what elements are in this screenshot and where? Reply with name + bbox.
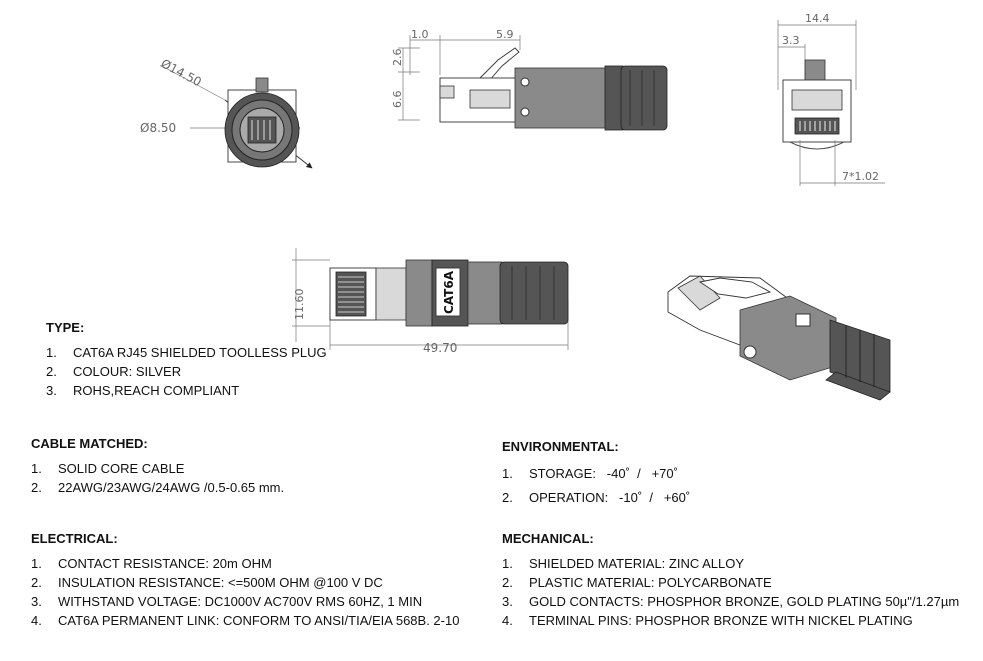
item-text: CONTACT RESISTANCE: 20m OHM <box>58 556 272 571</box>
item-text: CAT6A RJ45 SHIELDED TOOLLESS PLUG <box>73 345 327 360</box>
item-number: 2. <box>502 490 513 505</box>
item-number: 2. <box>31 480 42 495</box>
cable-matched-heading: CABLE MATCHED: <box>31 436 148 451</box>
environmental-section: ENVIRONMENTAL: 1. STORAGE: -40˚ / +70˚ 2.… <box>502 437 690 510</box>
item-number: 2. <box>46 364 57 379</box>
item-number: 2. <box>31 575 42 590</box>
front-dim-offset: 3.3 <box>782 34 800 47</box>
cable-matched-section: CABLE MATCHED: 1. SOLID CORE CABLE 2. 22AW… <box>31 434 284 497</box>
item-text: WITHSTAND VOLTAGE: DC1000V AC700V RMS 60… <box>58 594 423 609</box>
top-view-drawing: 11.60 49.70 CAT6A <box>292 248 569 355</box>
front-dim-width: 14.4 <box>805 12 830 25</box>
front-dim-pitch: 7*1.02 <box>842 170 879 183</box>
inner-diameter-label: Ø8.50 <box>140 121 176 135</box>
item-number: 1. <box>46 345 57 360</box>
item-text: CAT6A PERMANENT LINK: CONFORM TO ANSI/TI… <box>58 613 460 628</box>
type-section: TYPE: 1. CAT6A RJ45 SHIELDED TOOLLESS PLU… <box>46 318 327 400</box>
side-dim-top-a: 1.0 <box>411 28 429 41</box>
outer-diameter-label: Ø14.50 <box>159 56 204 89</box>
item-number: 1. <box>502 556 513 571</box>
item-number: 3. <box>46 383 57 398</box>
list-item: 1. CONTACT RESISTANCE: 20m OHM <box>31 554 459 573</box>
item-number: 3. <box>31 594 42 609</box>
electrical-heading: ELECTRICAL: <box>31 531 118 546</box>
item-text: TERMINAL PINS: PHOSPHOR BRONZE WITH NICK… <box>529 613 913 628</box>
rear-view-drawing: Ø14.50 Ø8.50 <box>140 56 313 169</box>
item-number: 1. <box>502 466 513 481</box>
mechanical-section: MECHANICAL: 1. SHIELDED MATERIAL: ZINC AL… <box>502 529 959 630</box>
type-list: 1. CAT6A RJ45 SHIELDED TOOLLESS PLUG 2. CO… <box>46 343 327 400</box>
item-number: 3. <box>502 594 513 609</box>
top-dim-height: 11.60 <box>293 289 306 321</box>
mechanical-list: 1. SHIELDED MATERIAL: ZINC ALLOY 2. PLASTI… <box>502 554 959 630</box>
side-dim-top-b: 5.9 <box>496 28 514 41</box>
list-item: 2. OPERATION: -10˚ / +60˚ <box>502 486 690 510</box>
item-number: 1. <box>31 461 42 476</box>
list-item: 2. COLOUR: SILVER <box>46 362 327 381</box>
item-text: ROHS,REACH COMPLIANT <box>73 383 240 398</box>
list-item: 1. SHIELDED MATERIAL: ZINC ALLOY <box>502 554 959 573</box>
top-dim-length: 49.70 <box>423 341 457 355</box>
list-item: 2. 22AWG/23AWG/24AWG /0.5-0.65 mm. <box>31 478 284 497</box>
list-item: 4. CAT6A PERMANENT LINK: CONFORM TO ANSI/… <box>31 611 459 630</box>
type-heading: TYPE: <box>46 320 85 335</box>
list-item: 2. PLASTIC MATERIAL: POLYCARBONATE <box>502 573 959 592</box>
item-text: STORAGE: -40˚ / +70˚ <box>529 466 678 481</box>
plug-model-label: CAT6A <box>442 270 456 314</box>
item-number: 1. <box>31 556 42 571</box>
list-item: 3. GOLD CONTACTS: PHOSPHOR BRONZE, GOLD P… <box>502 592 959 611</box>
isometric-view-drawing <box>667 275 891 401</box>
side-dim-left-b: 6.6 <box>391 91 404 109</box>
electrical-list: 1. CONTACT RESISTANCE: 20m OHM 2. INSULATI… <box>31 554 459 630</box>
item-text: PLASTIC MATERIAL: POLYCARBONATE <box>529 575 772 590</box>
list-item: 1. CAT6A RJ45 SHIELDED TOOLLESS PLUG <box>46 343 327 362</box>
item-text: OPERATION: -10˚ / +60˚ <box>529 490 691 505</box>
list-item: 1. SOLID CORE CABLE <box>31 459 284 478</box>
front-view-drawing: 14.4 3.3 7*1.02 <box>777 12 885 186</box>
list-item: 4. TERMINAL PINS: PHOSPHOR BRONZE WITH NI… <box>502 611 959 630</box>
item-text: COLOUR: SILVER <box>73 364 182 379</box>
electrical-section: ELECTRICAL: 1. CONTACT RESISTANCE: 20m OH… <box>31 529 459 630</box>
cable-matched-list: 1. SOLID CORE CABLE 2. 22AWG/23AWG/24AWG /… <box>31 459 284 497</box>
side-dim-left-a: 2.6 <box>391 49 404 67</box>
list-item: 3. ROHS,REACH COMPLIANT <box>46 381 327 400</box>
side-view-drawing: 1.0 5.9 2.6 6.6 <box>391 28 668 131</box>
item-number: 4. <box>502 613 513 628</box>
environmental-list: 1. STORAGE: -40˚ / +70˚ 2. OPERATION: -10˚… <box>502 462 690 510</box>
list-item: 2. INSULATION RESISTANCE: <=500M OHM @100… <box>31 573 459 592</box>
list-item: 1. STORAGE: -40˚ / +70˚ <box>502 462 690 486</box>
mechanical-heading: MECHANICAL: <box>502 531 594 546</box>
item-text: SHIELDED MATERIAL: ZINC ALLOY <box>529 556 745 571</box>
item-number: 4. <box>31 613 42 628</box>
list-item: 3. WITHSTAND VOLTAGE: DC1000V AC700V RMS … <box>31 592 459 611</box>
item-text: GOLD CONTACTS: PHOSPHOR BRONZE, GOLD PLA… <box>529 594 960 609</box>
item-text: SOLID CORE CABLE <box>58 461 185 476</box>
item-text: 22AWG/23AWG/24AWG /0.5-0.65 mm. <box>58 480 285 495</box>
item-number: 2. <box>502 575 513 590</box>
item-text: INSULATION RESISTANCE: <=500M OHM @100 V… <box>58 575 383 590</box>
environmental-heading: ENVIRONMENTAL: <box>502 439 619 454</box>
